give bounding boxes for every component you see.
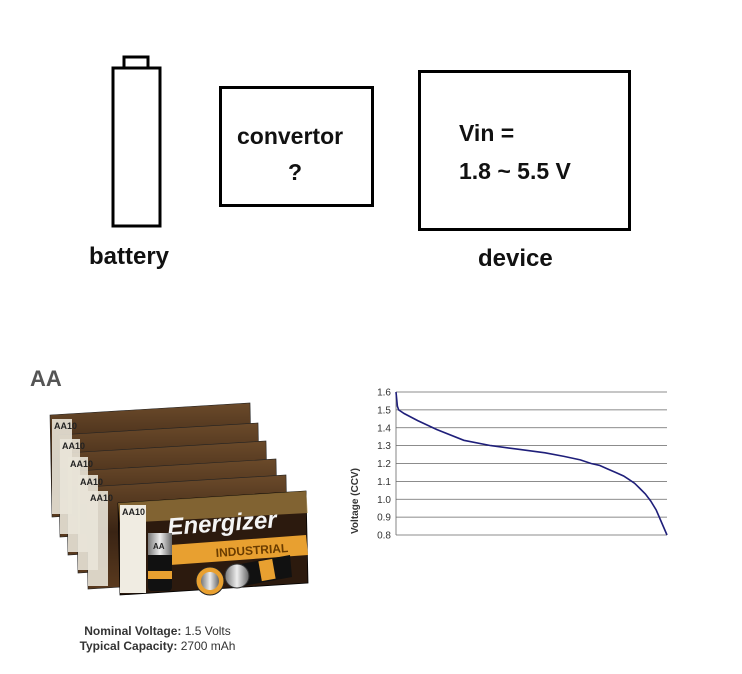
y-tick-label: 1.3 [377,441,391,452]
box-text-1: AA10 [54,421,77,431]
chart-grid [396,392,667,535]
y-tick-label: 1.2 [377,459,391,470]
y-tick-label: 1.4 [377,423,391,434]
box-text-3: AA10 [70,459,93,469]
convertor-question: ? [288,159,302,186]
size-label: AA [30,366,62,392]
battery-icon [110,55,166,230]
device-label: device [478,245,553,273]
convertor-label: convertor [237,123,343,150]
y-tick-label: 1.1 [377,477,391,488]
device-vin-label: Vin = [459,120,514,147]
capacity-spec: Typical Capacity: 2700 mAh [50,639,265,654]
convertor-box: convertor ? [219,86,374,207]
battery-product-photo: AA10 AA10 AA10 AA10 AA10 AA10 Energizer … [20,395,330,607]
device-vin-range: 1.8 ~ 5.5 V [459,158,571,185]
box-text-2: AA10 [62,441,85,451]
chart-y-ticks: 1.6 1.5 1.4 1.3 1.2 1.1 1.0 0.9 0.8 [377,388,391,542]
y-tick-label: 1.5 [377,405,391,416]
y-tick-label: 0.8 [377,531,391,542]
voltage-spec: Nominal Voltage: 1.5 Volts [50,624,265,639]
y-tick-label: 0.9 [377,513,391,524]
chart-y-label: Voltage (CCV) [350,468,361,534]
cell-text: AA [153,542,165,551]
aa-cell-standing: AA [148,533,172,591]
battery-specs: Nominal Voltage: 1.5 Volts Typical Capac… [50,624,265,654]
battery-label: battery [89,243,169,271]
aa-cell-lying-1 [196,567,224,595]
y-tick-label: 1.6 [377,388,391,399]
box-text-5: AA10 [90,493,113,503]
box-text-4: AA10 [80,477,103,487]
y-tick-label: 1.0 [377,495,391,506]
box-text-front: AA10 [122,507,145,517]
discharge-chart: 1.6 1.5 1.4 1.3 1.2 1.1 1.0 0.9 0.8 Voltage (CCV… [340,382,680,552]
device-box: Vin = 1.8 ~ 5.5 V [418,70,631,231]
